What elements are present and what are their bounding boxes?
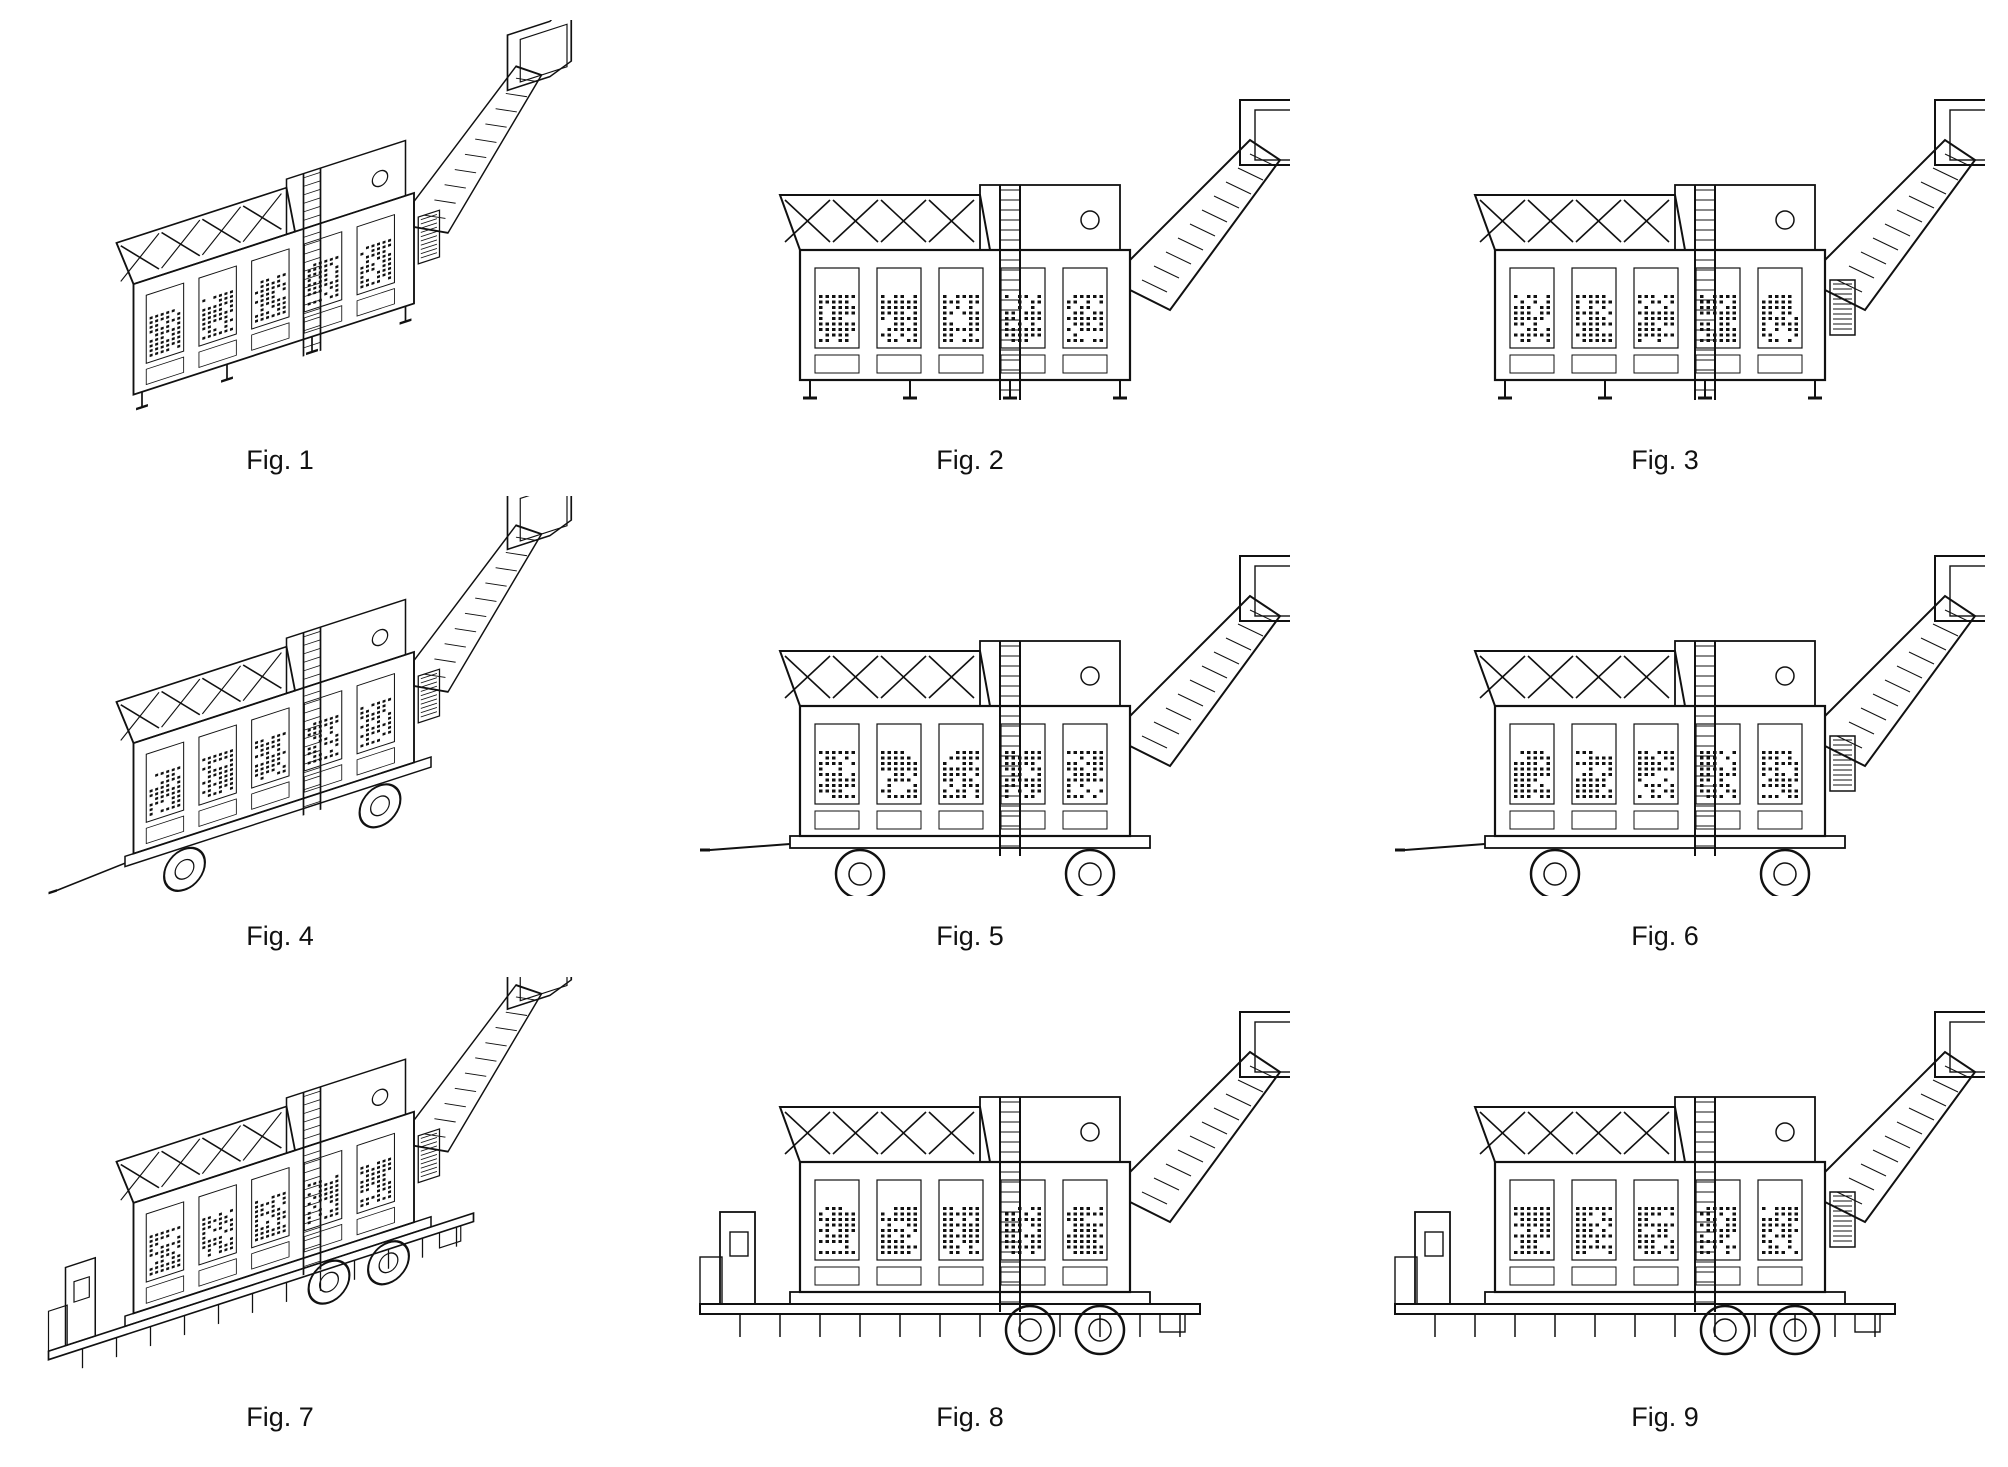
machine-drawing-perspective-semitrailer — [1345, 977, 1985, 1377]
figure-caption: Fig. 8 — [650, 1402, 1290, 1433]
machine-drawing-side-semitrailer — [650, 977, 1290, 1377]
figure-5: Fig. 5 — [650, 496, 1290, 956]
figure-caption: Fig. 7 — [0, 1402, 600, 1433]
figure-caption: Fig. 1 — [0, 445, 600, 476]
figure-3: Fig. 3 — [1345, 20, 1985, 480]
figure-9: Fig. 9 — [1345, 977, 1985, 1437]
figure-2: Fig. 2 — [650, 20, 1290, 480]
figure-caption: Fig. 6 — [1345, 921, 1985, 952]
figure-8: Fig. 8 — [650, 977, 1290, 1437]
machine-drawing-isometric-trailer — [0, 496, 600, 896]
machine-drawing-isometric-semitrailer — [0, 977, 600, 1377]
figure-caption: Fig. 9 — [1345, 1402, 1985, 1433]
figure-caption: Fig. 4 — [0, 921, 600, 952]
machine-drawing-side — [650, 20, 1290, 420]
machine-drawing-side-trailer — [650, 496, 1290, 896]
figure-6: Fig. 6 — [1345, 496, 1985, 956]
figure-7: Fig. 7 — [0, 977, 600, 1437]
machine-drawing-isometric — [0, 20, 600, 420]
machine-drawing-perspective — [1345, 20, 1985, 420]
figure-caption: Fig. 5 — [650, 921, 1290, 952]
figure-caption: Fig. 2 — [650, 445, 1290, 476]
figure-1: Fig. 1 — [0, 20, 600, 480]
figure-4: Fig. 4 — [0, 496, 600, 956]
machine-drawing-perspective-trailer — [1345, 496, 1985, 896]
figure-caption: Fig. 3 — [1345, 445, 1985, 476]
